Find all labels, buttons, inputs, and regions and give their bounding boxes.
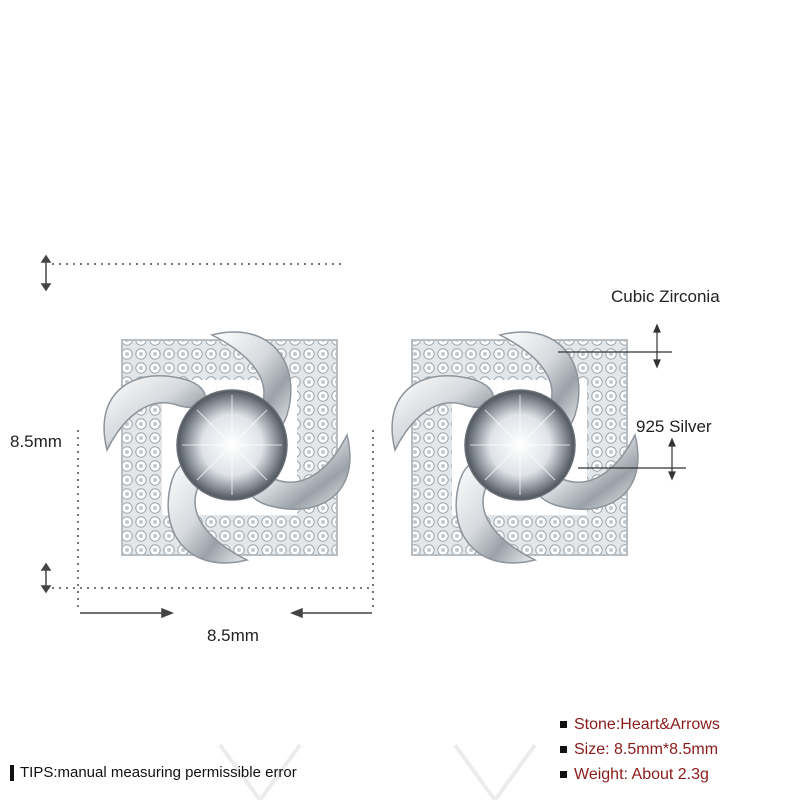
spec-value: 8.5mm*8.5mm <box>614 741 719 758</box>
right-earring <box>391 331 639 564</box>
metal-callout-label: 925 Silver <box>636 417 712 436</box>
spec-item-size: Size: 8.5mm*8.5mm <box>560 737 720 762</box>
width-dimension-label: 8.5mm <box>207 626 259 645</box>
square-bullet-icon <box>560 746 567 753</box>
bar-marker-icon <box>10 764 14 781</box>
stone-callout-label: Cubic Zirconia <box>611 287 720 306</box>
tips-text: TIPS:manual measuring permissible error <box>20 764 297 781</box>
square-bullet-icon <box>560 721 567 728</box>
spec-list: Stone:Heart&Arrows Size: 8.5mm*8.5mm Wei… <box>560 712 720 787</box>
spec-item-weight: Weight: About 2.3g <box>560 762 720 787</box>
height-dimension-label: 8.5mm <box>10 432 62 451</box>
spec-label: Stone: <box>574 716 621 733</box>
reflection <box>218 743 537 800</box>
dimension-arrows <box>40 254 372 619</box>
callout-lines <box>558 323 686 481</box>
tips-note: TIPS:manual measuring permissible error <box>10 764 297 781</box>
spec-item-stone: Stone:Heart&Arrows <box>560 712 720 737</box>
spec-value: Heart&Arrows <box>620 716 720 733</box>
spec-value: About 2.3g <box>631 766 709 783</box>
dimension-guides <box>52 263 374 612</box>
spec-label: Size: <box>574 741 615 758</box>
spec-label: Weight: <box>574 766 632 783</box>
square-bullet-icon <box>560 771 567 778</box>
left-earring <box>103 331 351 564</box>
